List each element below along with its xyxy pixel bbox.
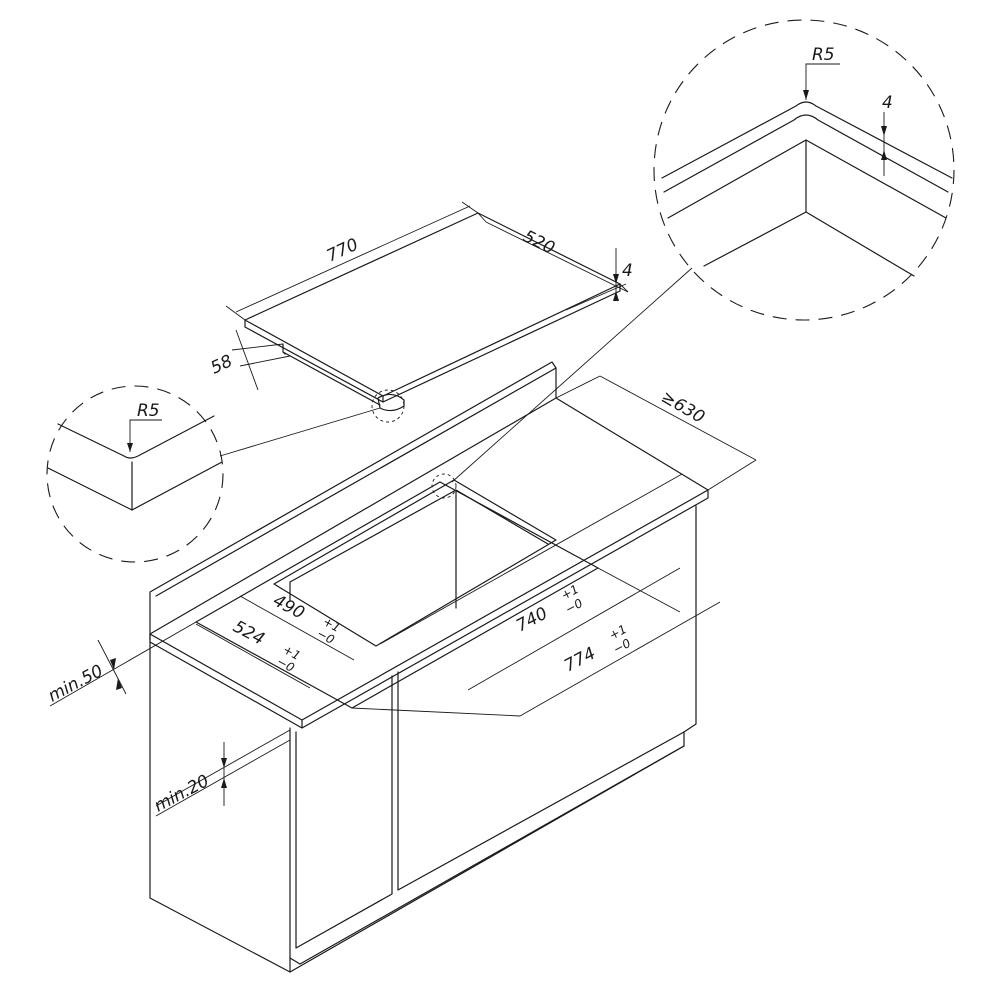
dim-490-label: 490 bbox=[270, 591, 308, 624]
dim-min20-label: min.20 bbox=[151, 771, 213, 816]
dim-740-label: 740 bbox=[513, 604, 551, 637]
cabinet-door-left bbox=[295, 675, 393, 949]
hob bbox=[244, 212, 621, 412]
dim-770-label: 770 bbox=[324, 235, 362, 267]
cabinet-door-right bbox=[397, 671, 685, 891]
detail-right: R5 4 bbox=[431, 19, 955, 499]
countertop-top bbox=[149, 397, 709, 721]
countertop-front bbox=[149, 489, 709, 729]
cabinet-plinth bbox=[289, 745, 685, 965]
dim-min50-label: min.50 bbox=[45, 661, 107, 706]
hob-front-edge bbox=[244, 283, 621, 403]
dim-58-label: 58 bbox=[208, 351, 236, 378]
backsplash bbox=[149, 361, 557, 641]
detail-right-radius: R5 bbox=[812, 45, 835, 65]
detail-left: R5 bbox=[46, 385, 405, 563]
hob-body bbox=[282, 343, 381, 406]
cutout-opening bbox=[273, 479, 557, 647]
cabinet-left-side bbox=[149, 641, 291, 973]
detail-left-outline bbox=[46, 385, 224, 563]
dim-774-label: 774 bbox=[561, 644, 599, 677]
dim-glass-thickness: 4 bbox=[565, 248, 633, 311]
dim-under-min: min.20 bbox=[151, 729, 291, 816]
dim-front-min: min.50 bbox=[45, 621, 197, 706]
cabinet bbox=[149, 361, 709, 973]
dim-hob-width: 770 bbox=[225, 201, 479, 321]
dim-counter-depth: ≥630 bbox=[555, 375, 757, 491]
dim-520-label: 520 bbox=[520, 227, 558, 259]
cabinet-front bbox=[289, 505, 697, 973]
dim-4-label: 4 bbox=[622, 261, 633, 281]
dim-630-label: ≥630 bbox=[658, 387, 708, 428]
cutout-inner-walls bbox=[289, 489, 549, 609]
hob-top-surface bbox=[244, 212, 621, 397]
detail-right-thickness: 4 bbox=[882, 93, 893, 113]
detail-left-radius: R5 bbox=[137, 401, 160, 421]
dim-524-label: 524 bbox=[230, 617, 268, 650]
dim-hob-height: 58 bbox=[208, 329, 291, 391]
hob-corner bbox=[377, 393, 405, 412]
detail-right-outline bbox=[653, 19, 955, 321]
